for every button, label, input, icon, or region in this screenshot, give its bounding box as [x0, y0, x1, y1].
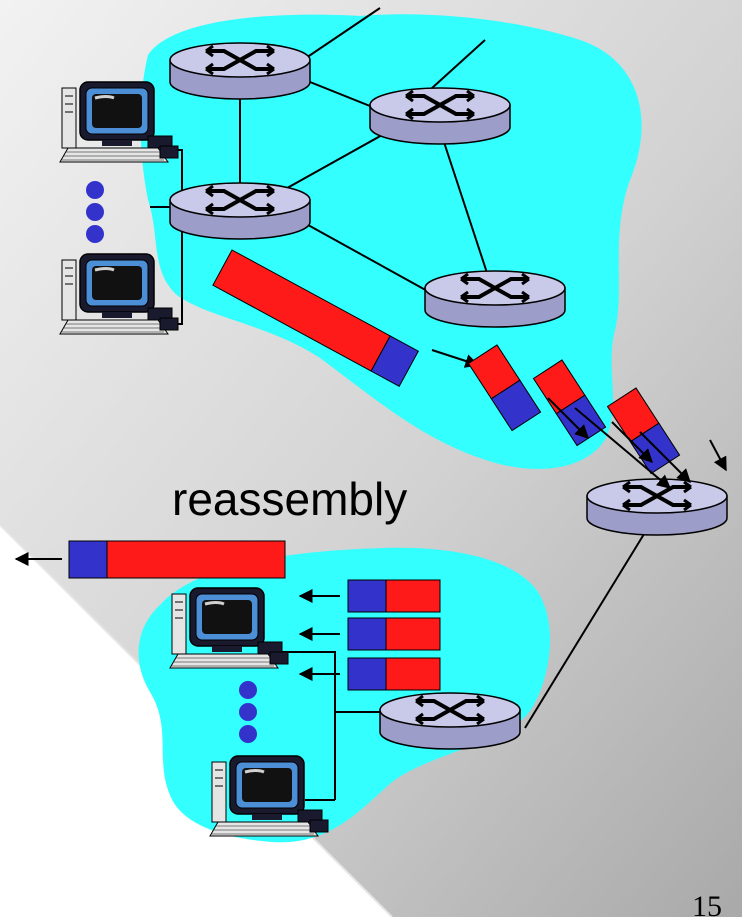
arriving-fragment-2: [347, 617, 441, 651]
reassembled-datagram: [68, 540, 286, 579]
arriving-fragment-arrows: [298, 589, 340, 681]
router-top-right: [368, 86, 512, 146]
arriving-fragment-3: [347, 657, 441, 691]
reassembly-label: reassembly: [172, 473, 408, 525]
network-links: [150, 7, 661, 801]
fragment-2: [532, 359, 607, 447]
router-intermediate: [585, 477, 729, 537]
source-network-cloud: [140, 14, 642, 470]
router-source-exit: [423, 269, 567, 329]
arriving-fragment-1: [347, 579, 441, 613]
router-destination-edge: [378, 691, 522, 751]
router-top-left: [168, 41, 312, 101]
destination-hosts-ellipsis: [239, 681, 257, 743]
large-datagram: [212, 249, 419, 387]
page-number: 15: [692, 890, 722, 923]
fragment-1: [467, 344, 542, 432]
router-source-edge: [168, 181, 312, 241]
source-hosts-ellipsis: [86, 181, 104, 243]
fragment-arrows: [547, 397, 727, 489]
